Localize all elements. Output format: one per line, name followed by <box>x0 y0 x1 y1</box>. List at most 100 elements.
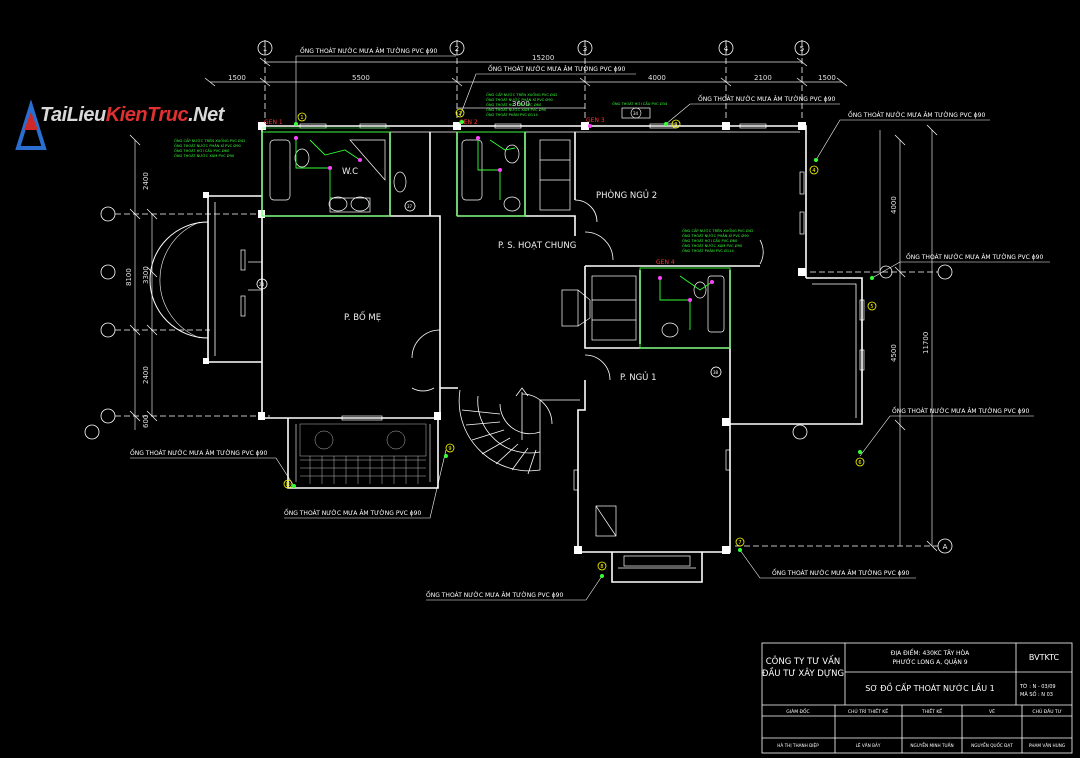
callout-text-3: ỐNG THOÁT NƯỚC MƯA ÂM TƯỜNG PVC ϕ90 <box>698 95 835 103</box>
room-label-bedroom1: P. NGỦ 1 <box>620 371 656 383</box>
svg-text:ỐNG THOÁT NƯỚC XÁM PVC Ø90: ỐNG THOÁT NƯỚC XÁM PVC Ø90 <box>682 243 743 248</box>
svg-text:ỐNG CẤP NƯỚC TRÊN XUỐNG PVC Ø4: ỐNG CẤP NƯỚC TRÊN XUỐNG PVC Ø42 <box>174 138 245 143</box>
dim-left-bottom: 600 <box>142 415 150 428</box>
svg-text:10: 10 <box>285 482 291 487</box>
location-line-2: PHƯỚC LONG A, QUẬN 9 <box>892 659 967 666</box>
axis-grid <box>84 40 953 554</box>
company-line-2: ĐẦU TƯ XÂY DỰNG <box>762 666 844 679</box>
dim-top-5: 1500 <box>818 74 836 82</box>
callout-text-1: ỐNG THOÁT NƯỚC MƯA ÂM TƯỜNG PVC ϕ90 <box>300 47 437 55</box>
svg-text:37: 37 <box>407 204 413 209</box>
callout-ids: 1 2 3 4 5 6 7 8 9 10 <box>285 111 873 570</box>
svg-text:5: 5 <box>870 304 873 310</box>
watermark-logo-icon <box>15 100 47 150</box>
svg-text:CHỦ ĐẦU TƯ: CHỦ ĐẦU TƯ <box>1032 707 1061 715</box>
axis-top-4: 4 <box>724 45 729 53</box>
callout-leaders <box>130 55 1050 601</box>
dim-right-1: 4000 <box>890 196 898 214</box>
dim-inner-top: 3600 <box>512 100 530 108</box>
spiral-stair <box>458 387 580 475</box>
gen-label-2: GEN 2 <box>459 119 478 126</box>
pipe-network <box>261 127 731 349</box>
svg-text:CHỦ TRÌ THIẾT KẾ: CHỦ TRÌ THIẾT KẾ <box>848 707 888 715</box>
svg-text:PHAM VĂN HUNG: PHAM VĂN HUNG <box>1029 743 1065 748</box>
sheet-line-2: MÃ SỐ : N 03 <box>1020 690 1053 698</box>
pipe-id-texts: 37 24 38 34 <box>259 111 719 375</box>
pipe-id-bubbles <box>256 107 722 378</box>
svg-text:GIÁM ĐỐC: GIÁM ĐỐC <box>786 707 809 715</box>
callout-text-2: ỐNG THOÁT NƯỚC MƯA ÂM TƯỜNG PVC ϕ90 <box>488 65 625 73</box>
svg-text:ỐNG THOÁT NƯỚC PHÂN XÍ PVC Ø90: ỐNG THOÁT NƯỚC PHÂN XÍ PVC Ø90 <box>682 233 750 238</box>
gen3-note: ỐNG THOÁT HƠI CẤU PVC Ø34 <box>612 101 668 106</box>
svg-text:HÀ THỊ THANH ĐIỆP: HÀ THỊ THANH ĐIỆP <box>777 743 819 748</box>
callout-bubbles <box>283 108 877 571</box>
svg-text:38: 38 <box>713 370 719 375</box>
svg-text:1: 1 <box>300 115 303 121</box>
axis-top-2: 2 <box>455 45 459 53</box>
room-label-bedroom2: PHÒNG NGỦ 2 <box>596 189 657 201</box>
columns <box>203 122 806 554</box>
svg-text:LÊ VĂN BẢY: LÊ VĂN BẢY <box>856 743 881 748</box>
room-label-master: P. BỐ MẸ <box>344 310 381 323</box>
gen-label-1: GEN 1 <box>264 119 283 126</box>
callout-text-4: ỐNG THOÁT NƯỚC MƯA ÂM TƯỜNG PVC ϕ90 <box>848 111 985 119</box>
pipe-nodes <box>294 124 714 302</box>
dimension-lines <box>129 57 938 552</box>
fixtures <box>240 107 865 567</box>
project-code: BVTKTC <box>1029 653 1060 662</box>
svg-text:7: 7 <box>738 540 741 546</box>
svg-text:ỐNG CẤP NƯỚC TRÊN XUỐNG PVC Ø4: ỐNG CẤP NƯỚC TRÊN XUỐNG PVC Ø42 <box>682 228 753 233</box>
walls <box>149 125 863 583</box>
dim-right-total: 11700 <box>922 332 930 354</box>
dim-top-4: 2100 <box>754 74 772 82</box>
dim-top-2: 5500 <box>352 74 370 82</box>
svg-text:2: 2 <box>458 111 461 117</box>
svg-text:ỐNG THOÁT HƠI CẤU PVC Ø60: ỐNG THOÁT HƠI CẤU PVC Ø60 <box>174 148 230 153</box>
title-block: CÔNG TY TƯ VẤN ĐẦU TƯ XÂY DỰNG ĐỊA ĐIỂM:… <box>761 642 1073 754</box>
svg-text:6: 6 <box>858 460 861 466</box>
callout-text-7: ỐNG THOÁT NƯỚC MƯA ÂM TƯỜNG PVC ϕ90 <box>772 569 909 577</box>
drawing-title: SƠ ĐỒ CẤP THOÁT NƯỚC LẦU 1 <box>865 681 994 693</box>
svg-text:8: 8 <box>600 564 603 570</box>
axis-labels: 1 2 3 4 5 A <box>263 45 948 551</box>
callout-texts: ỐNG THOÁT NƯỚC MƯA ÂM TƯỜNG PVC ϕ90 ỐNG … <box>130 47 1043 599</box>
svg-text:9: 9 <box>448 446 451 452</box>
dim-total-top: 15200 <box>532 54 554 62</box>
dim-right-2: 4500 <box>890 344 898 362</box>
sheet-line-1: TỜ : N - 03/09 <box>1019 683 1056 690</box>
axis-top-3: 3 <box>583 45 587 53</box>
svg-text:24: 24 <box>259 282 265 287</box>
callout-pipe-marks <box>292 120 874 578</box>
svg-text:ỐNG THOÁT PHÂN PVC Ø114: ỐNG THOÁT PHÂN PVC Ø114 <box>486 112 538 117</box>
dim-top-1: 1500 <box>228 74 246 82</box>
balcony-tiles <box>299 423 427 484</box>
dim-left-total: 8100 <box>125 268 133 286</box>
callout-text-9: ỐNG THOÁT NƯỚC MƯA ÂM TƯỜNG PVC ϕ90 <box>284 509 421 517</box>
axis-top-1: 1 <box>263 45 267 53</box>
axis-top-5: 5 <box>800 45 804 53</box>
gen-label-3: GEN 3 <box>586 117 605 124</box>
room-label-common: P. S. HOẠT CHUNG <box>498 241 576 251</box>
svg-text:THIẾT KẾ: THIẾT KẾ <box>921 707 942 715</box>
svg-text:ỐNG THOÁT NƯỚC PHÂN XÍ PVC Ø90: ỐNG THOÁT NƯỚC PHÂN XÍ PVC Ø90 <box>486 97 554 102</box>
svg-text:NGUYỄN MINH TUẤN: NGUYỄN MINH TUẤN <box>910 743 953 748</box>
room-labels: W.C PHÒNG NGỦ 2 P. S. HOẠT CHUNG P. BỐ M… <box>342 167 657 383</box>
room-label-wc: W.C <box>342 167 358 177</box>
gen-labels: GEN 1 GEN 2 GEN 3 GEN 4 ỐNG THOÁT HƠI CẤ… <box>264 101 675 266</box>
dim-left-2: 3300 <box>142 266 150 284</box>
callout-text-6: ỐNG THOÁT NƯỚC MƯA ÂM TƯỜNG PVC ϕ90 <box>892 407 1029 415</box>
location-line-1: ĐỊA ĐIỂM: 430KC TÂY HÒA <box>891 649 970 657</box>
svg-text:ỐNG THOÁT NƯỚC XÁM PVC Ø90: ỐNG THOÁT NƯỚC XÁM PVC Ø90 <box>486 107 547 112</box>
dim-left-3: 2400 <box>142 366 150 384</box>
svg-text:34: 34 <box>633 111 639 116</box>
axis-right-a: A <box>943 543 948 551</box>
callout-text-5: ỐNG THOÁT NƯỚC MƯA ÂM TƯỜNG PVC ϕ90 <box>906 253 1043 261</box>
svg-text:VẼ: VẼ <box>989 708 995 715</box>
company-line-1: CÔNG TY TƯ VẤN <box>766 655 841 667</box>
dim-left-1: 2400 <box>142 172 150 190</box>
dim-top-3: 4000 <box>648 74 666 82</box>
svg-text:ỐNG THOÁT HƠI CẤU PVC Ø60: ỐNG THOÁT HƠI CẤU PVC Ø60 <box>682 238 738 243</box>
pipe-spec-notes: ỐNG CẤP NƯỚC TRÊN XUỐNG PVC Ø42 ỐNG THOÁ… <box>174 92 753 253</box>
callout-text-10: ỐNG THOÁT NƯỚC MƯA ÂM TƯỜNG PVC ϕ90 <box>130 449 267 457</box>
